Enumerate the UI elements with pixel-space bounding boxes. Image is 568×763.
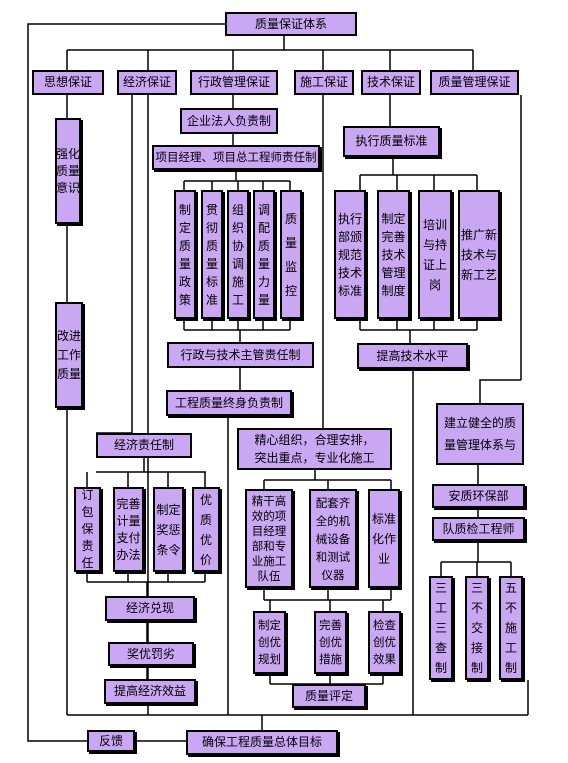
admin-item-coordinate: 组织协调施工 [227, 190, 249, 319]
tech-item-new-tech: 推广新技术与新工艺 [458, 190, 500, 319]
economic-cash-box: 经济兑现 [105, 596, 195, 621]
organize-construction-box: 精心组织，合理安排， 突出重点，专业化施工 [237, 428, 392, 470]
category-thought-assurance: 思想保证 [32, 70, 104, 95]
cons-sub-check: 检查创优效果 [368, 611, 401, 674]
category-tech-assurance: 技术保证 [361, 70, 421, 95]
qm-item-three-no-handover: 三不交接制 [465, 576, 489, 680]
reward-punish-box: 奖优罚劣 [108, 642, 194, 666]
lifetime-responsibility-box: 工程质量终身负责制 [166, 390, 292, 416]
quality-mgmt-system-box: 建立健全的质量管理体系与 [436, 403, 524, 465]
econ-item-rewards: 制定奖惩条令 [153, 487, 184, 572]
cons-sub-measures: 完善创优措施 [314, 611, 347, 674]
overall-quality-goal-box: 确保工程质量总体目标 [186, 730, 338, 755]
econ-item-contract: 签订包保责任状 [74, 487, 101, 572]
admin-item-standards: 贯彻质量标准 [201, 190, 223, 319]
admin-item-policy: 制定质量政策 [174, 190, 196, 319]
tech-item-standards: 执行部颁规范技术标准 [334, 190, 366, 319]
feedback-box: 反馈 [87, 730, 135, 752]
team-quality-engineer-box: 队质检工程师 [432, 517, 525, 541]
cons-sub-plan: 制定创优规划 [253, 611, 286, 674]
qm-item-five-no-construction: 五不施工制 [499, 576, 523, 680]
quality-evaluation-box: 质量评定 [292, 684, 366, 708]
cons-item-equipment: 配套齐全的机械设备和测试仪器 [309, 489, 357, 588]
admin-tech-responsibility-box: 行政与技术主管责任制 [167, 342, 314, 368]
improve-tech-level-box: 提高技术水平 [357, 343, 468, 369]
tech-item-management: 制定完善技术管理制度 [377, 190, 410, 319]
tech-item-training: 培训与持证上岗 [418, 190, 452, 319]
admin-item-allocate: 调配质量力量 [253, 190, 275, 319]
safety-env-department-box: 安质环保部 [432, 484, 525, 508]
qm-item-three-inspections: 三工三查制 [429, 576, 453, 680]
strengthen-quality-awareness-box: 强化质量意识 [55, 118, 81, 224]
economic-responsibility-box: 经济责任制 [96, 433, 192, 458]
category-construction-assurance: 施工保证 [294, 70, 354, 95]
pm-chief-engineer-responsibility-box: 项目经理、项目总工程师责任制 [152, 145, 320, 170]
execute-quality-standard-box: 执行质量标准 [343, 126, 440, 157]
category-admin-assurance: 行政管理保证 [190, 70, 278, 95]
improve-work-quality-box: 改进工作质量 [55, 302, 83, 408]
admin-item-monitor: 质量监控 [280, 190, 302, 319]
econ-item-payment: 完善计量支付办法 [113, 487, 144, 572]
cons-item-team: 精干高效的项目经理部和专业施工队伍 [245, 489, 293, 588]
legal-rep-responsibility-box: 企业法人负责制 [180, 108, 278, 134]
improve-economic-benefit-box: 提高经济效益 [104, 679, 196, 704]
quality-assurance-system-box: 质量保证体系 [225, 12, 357, 36]
econ-item-quality-price: 优质优价 [192, 487, 220, 572]
category-economic-assurance: 经济保证 [117, 70, 177, 95]
cons-item-standardization: 标准化作业 [368, 489, 400, 588]
category-quality-mgmt-assurance: 质量管理保证 [430, 70, 519, 95]
